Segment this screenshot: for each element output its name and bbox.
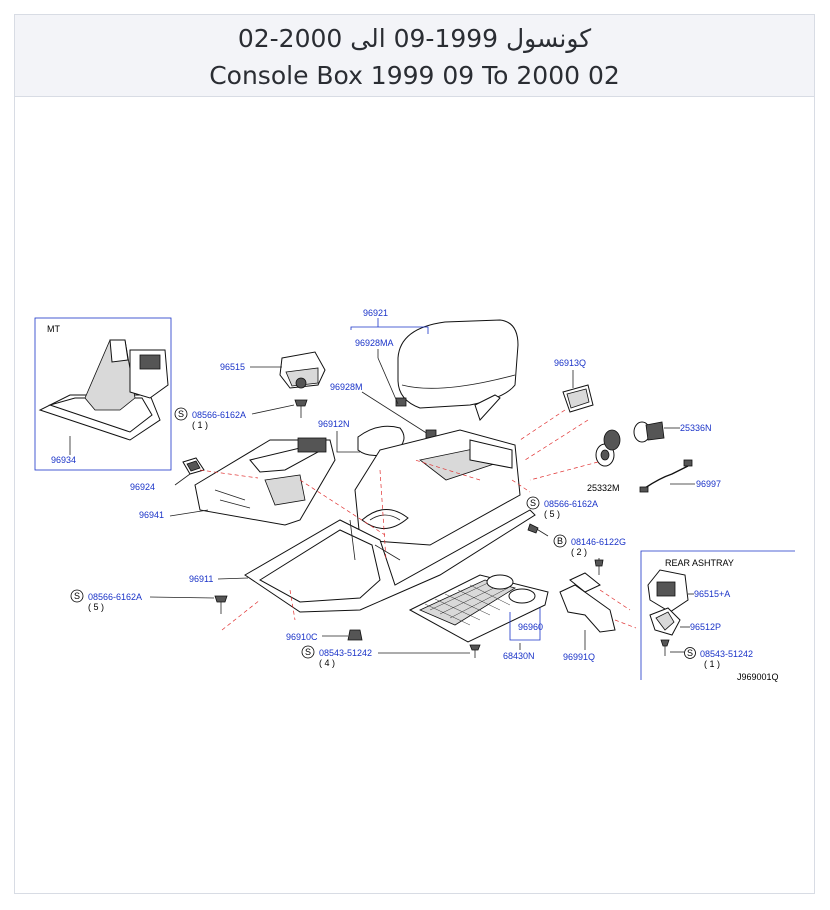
rear-ashtray-label: REAR ASHTRAY xyxy=(665,558,734,568)
page-header: كونسول 1999-09 الى 2000-02 Console Box 1… xyxy=(15,15,814,97)
bracket-96991Q-drawing xyxy=(559,572,616,633)
label-96515A: 96515+A xyxy=(694,589,730,599)
label-96960: 96960 xyxy=(518,622,543,632)
bolt-4-drawing xyxy=(594,559,604,567)
armrest-lid-drawing xyxy=(395,319,519,421)
socket-25332M-drawing xyxy=(595,429,621,467)
fastener-3-letter: S xyxy=(530,498,536,508)
label-96928MA: 96928MA xyxy=(355,338,394,348)
label-25336N: 25336N xyxy=(680,423,712,433)
mt-inset-box xyxy=(34,317,172,471)
fastener-2-code: 08566-6162A xyxy=(88,592,142,602)
fastener-2-letter: S xyxy=(74,591,80,601)
fastener-4-letter: B xyxy=(557,536,563,546)
fastener-4-code: 08146-6122G xyxy=(571,537,626,547)
fastener-3-badge xyxy=(526,496,540,510)
label-96912N: 96912N xyxy=(318,419,350,429)
shift-boot-drawing xyxy=(38,339,169,441)
label-96928M: 96928M xyxy=(330,382,363,392)
label-96515: 96515 xyxy=(220,362,245,372)
label-96913Q: 96913Q xyxy=(554,358,586,368)
harness-96997-drawing xyxy=(639,459,693,493)
switch-96924-drawing xyxy=(182,457,205,475)
mt-inset-label: MT xyxy=(47,324,60,334)
fastener-3-code: 08566-6162A xyxy=(544,499,598,509)
fastener-6-badge xyxy=(684,647,696,659)
label-96941: 96941 xyxy=(139,510,164,520)
fastener-5-code: 08543-51242 xyxy=(319,648,372,658)
fastener-1-code: 08566-6162A xyxy=(192,410,246,420)
screw-3-drawing xyxy=(527,523,549,537)
fastener-5-qty: ( 4 ) xyxy=(319,658,335,668)
rear-console-body-drawing xyxy=(354,429,521,546)
tray-mat-drawing xyxy=(408,574,549,643)
diagram-code: J969001Q xyxy=(737,672,779,682)
label-96512P: 96512P xyxy=(690,622,721,632)
page-title-arabic: كونسول 1999-09 الى 2000-02 xyxy=(237,24,592,53)
label-96921: 96921 xyxy=(363,308,388,318)
fastener-2-badge xyxy=(70,589,84,603)
label-96934: 96934 xyxy=(51,455,76,465)
fastener-6-code: 08543-51242 xyxy=(700,649,753,659)
fastener-4-qty: ( 2 ) xyxy=(571,547,587,557)
fastener-5-badge xyxy=(301,645,315,659)
label-68430N: 68430N xyxy=(503,651,535,661)
rear-ashtray-drawing xyxy=(647,569,689,656)
fastener-4-badge xyxy=(553,534,567,548)
fastener-5-letter: S xyxy=(305,647,311,657)
page-title-english: Console Box 1999 09 To 2000 02 xyxy=(209,61,620,90)
ashtray-drawing xyxy=(279,351,326,389)
screw-2-drawing xyxy=(214,595,228,614)
fastener-1-qty: ( 1 ) xyxy=(192,420,208,430)
label-96997: 96997 xyxy=(696,479,721,489)
screw-1-drawing xyxy=(294,399,308,418)
label-96911: 96911 xyxy=(189,574,213,584)
page-frame: كونسول 1999-09 الى 2000-02 Console Box 1… xyxy=(14,14,815,894)
clip-96910C-drawing xyxy=(347,629,363,641)
screw-5-drawing xyxy=(469,644,481,658)
label-96924: 96924 xyxy=(130,482,155,492)
fastener-6-qty: ( 1 ) xyxy=(704,659,720,669)
fastener-1-badge xyxy=(174,407,188,421)
rear-ashtray-inset-box xyxy=(640,550,795,680)
label-96910C: 96910C xyxy=(286,632,318,642)
fastener-3-qty: ( 5 ) xyxy=(544,509,560,519)
fastener-2-qty: ( 5 ) xyxy=(88,602,104,612)
fastener-6-letter: S xyxy=(687,648,693,658)
fastener-1-letter: S xyxy=(178,409,184,419)
label-25332M: 25332M xyxy=(587,483,620,493)
lighter-25336N-drawing xyxy=(633,421,665,443)
cover-96913Q-drawing xyxy=(562,384,594,413)
console-base-drawing xyxy=(244,509,536,613)
label-96991Q: 96991Q xyxy=(563,652,595,662)
front-console-drawing xyxy=(194,437,336,526)
